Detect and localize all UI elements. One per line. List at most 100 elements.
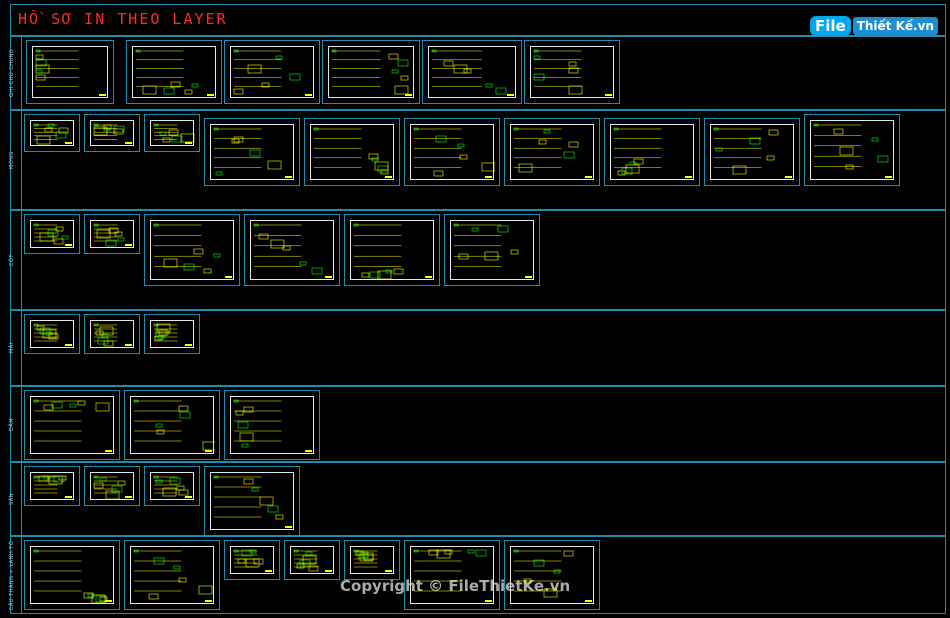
title-band-frame (10, 4, 946, 36)
drawing-sheet-thumbnail[interactable] (404, 118, 500, 186)
drawing-sheet-thumbnail[interactable] (84, 466, 140, 506)
row-label-column (10, 110, 22, 210)
drawing-sheet-thumbnail[interactable] (84, 314, 140, 354)
drawing-sheet-thumbnail[interactable] (524, 40, 620, 104)
sheet-paper (510, 546, 594, 604)
drawing-sheet-thumbnail[interactable] (322, 40, 420, 104)
sheet-drawing-graphic (33, 399, 110, 442)
drawing-sheet-thumbnail[interactable] (804, 114, 900, 186)
drawing-sheet-thumbnail[interactable] (224, 40, 320, 104)
sheet-paper (130, 396, 215, 454)
sheet-drawing-graphic (93, 323, 118, 347)
sheet-paper (530, 46, 614, 98)
drawing-sheet-thumbnail[interactable] (224, 390, 320, 460)
drawing-sheet-thumbnail[interactable] (24, 114, 80, 152)
sheet-drawing-graphic (233, 49, 301, 95)
sheet-drawing-graphic (153, 323, 178, 342)
sheet-drawing-graphic (93, 123, 125, 140)
sheet-paper (450, 220, 534, 280)
sheet-drawing-graphic (233, 549, 264, 568)
row-label: CỘT (9, 254, 15, 266)
sheet-drawing-graphic (413, 127, 495, 177)
sheet-drawing-graphic (253, 223, 323, 275)
sheet-drawing-graphic (135, 49, 199, 95)
sheet-paper (30, 472, 74, 500)
drawing-sheet-thumbnail[interactable] (144, 214, 240, 286)
sheet-paper (428, 46, 516, 98)
drawing-sheet-thumbnail[interactable] (344, 540, 400, 580)
sheet-drawing-graphic (813, 123, 889, 170)
row-label: SÀN (9, 493, 15, 505)
sheet-drawing-graphic (353, 223, 404, 280)
sheet-paper (130, 546, 214, 604)
sheet-drawing-graphic (33, 323, 59, 342)
sheet-paper (810, 120, 894, 180)
drawing-sheet-thumbnail[interactable] (444, 214, 540, 286)
sheet-paper (510, 124, 594, 180)
sheet-paper (230, 396, 314, 454)
row-label-column (10, 386, 22, 462)
row-label-column (10, 462, 22, 536)
sheet-drawing-graphic (153, 123, 195, 143)
sheet-drawing-graphic (133, 399, 215, 451)
drawing-sheet-thumbnail[interactable] (304, 118, 400, 186)
sheet-paper (610, 124, 694, 180)
logo-file-text: File (810, 16, 851, 36)
sheet-drawing-graphic (413, 549, 487, 592)
sheet-paper (410, 124, 495, 180)
sheet-paper (30, 396, 114, 454)
sheet-paper (350, 546, 394, 574)
logo-thietke-text: Thiết Kế.vn (852, 17, 938, 35)
drawing-sheet-thumbnail[interactable] (84, 214, 140, 254)
drawing-sheet-thumbnail[interactable] (284, 540, 340, 580)
drawing-sheet-thumbnail[interactable] (144, 314, 200, 354)
drawing-sheet-thumbnail[interactable] (124, 540, 220, 610)
sheet-paper (150, 220, 234, 280)
sheet-paper (328, 46, 414, 98)
sheet-drawing-graphic (93, 223, 125, 247)
sheet-drawing-graphic (33, 223, 69, 245)
row-label: MÓNG (9, 151, 15, 169)
drawing-sheet-thumbnail[interactable] (126, 40, 222, 104)
sheet-paper (30, 120, 74, 146)
drawing-sheet-thumbnail[interactable] (422, 40, 522, 104)
sheet-drawing-graphic (133, 549, 213, 600)
drawing-sheet-thumbnail[interactable] (124, 390, 220, 460)
drawing-sheet-thumbnail[interactable] (24, 214, 80, 254)
sheet-paper (150, 320, 194, 348)
drawing-sheet-thumbnail[interactable] (144, 114, 200, 152)
drawing-sheet-thumbnail[interactable] (224, 540, 280, 580)
drawing-sheet-thumbnail[interactable] (344, 214, 440, 286)
filethietke-logo: File Thiết Kế.vn (810, 14, 938, 38)
drawing-sheet-thumbnail[interactable] (24, 540, 120, 610)
drawing-sheet-thumbnail[interactable] (84, 114, 140, 152)
sheet-paper (710, 124, 794, 180)
drawing-sheet-thumbnail[interactable] (24, 314, 80, 354)
drawing-sheet-thumbnail[interactable] (604, 118, 700, 186)
drawing-sheet-thumbnail[interactable] (204, 466, 300, 536)
drawing-sheet-thumbnail[interactable] (24, 466, 80, 506)
sheet-drawing-graphic (331, 49, 409, 95)
sheet-drawing-graphic (293, 549, 319, 572)
drawing-sheet-thumbnail[interactable] (504, 540, 600, 610)
drawing-sheet-thumbnail[interactable] (244, 214, 340, 286)
drawing-sheet-thumbnail[interactable] (24, 390, 120, 460)
row-label: DẦM (9, 417, 15, 431)
row-label-column (10, 36, 22, 110)
sheet-paper (90, 220, 134, 248)
sheet-drawing-graphic (153, 223, 221, 274)
sheet-paper (132, 46, 216, 98)
drawing-sheet-thumbnail[interactable] (504, 118, 600, 186)
sheet-paper (30, 220, 74, 248)
drawing-sheet-thumbnail[interactable] (404, 540, 500, 610)
sheet-paper (350, 220, 434, 280)
drawing-sheet-thumbnail[interactable] (144, 466, 200, 506)
sheet-drawing-graphic (33, 549, 108, 604)
drawing-sheet-thumbnail[interactable] (704, 118, 800, 186)
drawing-sheet-thumbnail[interactable] (26, 40, 114, 104)
sheet-paper (210, 472, 294, 530)
drawing-sheet-thumbnail[interactable] (204, 118, 300, 186)
sheet-drawing-graphic (33, 123, 69, 145)
sheet-drawing-graphic (33, 475, 67, 494)
